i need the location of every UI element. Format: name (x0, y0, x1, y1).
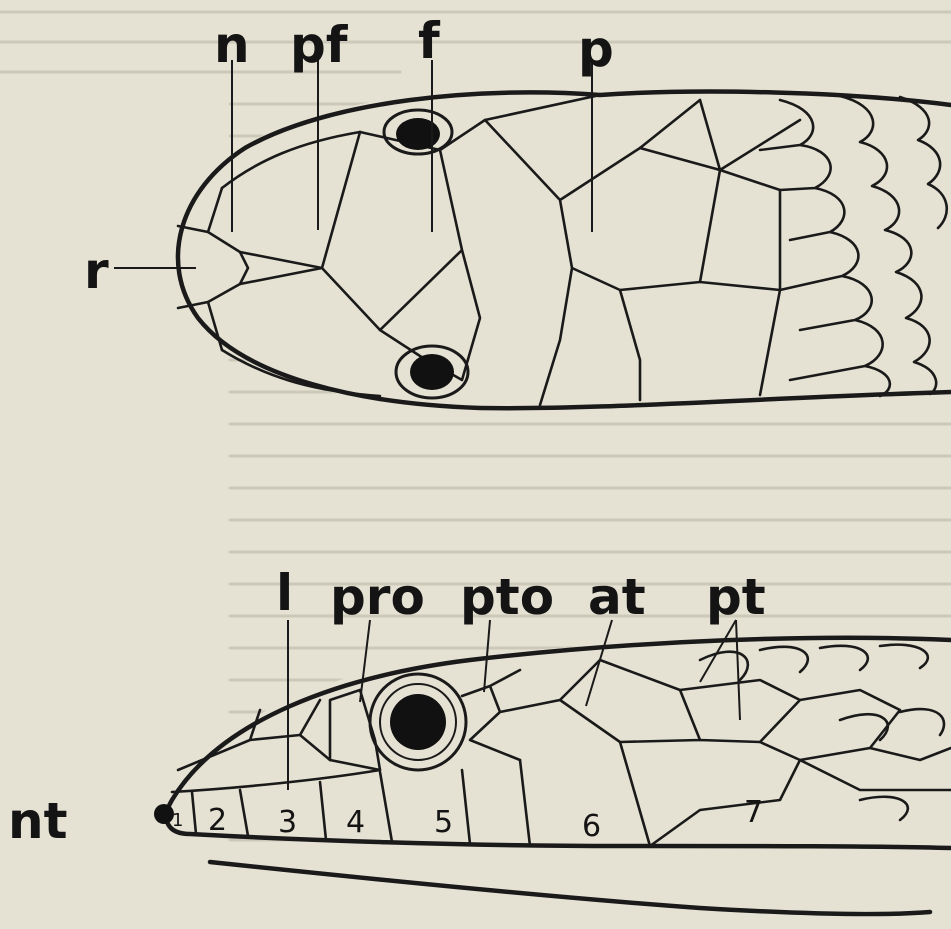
supralabial-number: 1 (172, 812, 183, 830)
label-p: p (578, 24, 614, 74)
label-pt: pt (706, 572, 766, 622)
dorsal-eye-upper (396, 118, 440, 150)
supralabial-number: 7 (744, 798, 763, 828)
dorsal-head-view (114, 60, 951, 408)
supralabial-number: 2 (208, 806, 227, 836)
label-f: f (418, 16, 440, 66)
label-pf: pf (290, 20, 348, 70)
label-n: n (214, 20, 250, 70)
lower-jaw-outline (210, 862, 930, 914)
label-nt: nt (8, 796, 68, 846)
dorsal-eye-lower (410, 354, 454, 390)
supralabial-number: 4 (346, 808, 365, 838)
label-l: l (276, 568, 293, 618)
label-pro: pro (330, 572, 425, 622)
lateral-eye-pupil (390, 694, 446, 750)
label-pto: pto (460, 572, 554, 622)
label-at: at (588, 572, 646, 622)
label-r: r (84, 246, 109, 296)
supralabial-number: 5 (434, 808, 453, 838)
lateral-head-view (154, 620, 951, 914)
dorsal-head-silhouette (176, 94, 951, 407)
supralabial-number: 3 (278, 808, 297, 838)
nostril (154, 804, 174, 824)
supralabial-number: 6 (582, 812, 601, 842)
